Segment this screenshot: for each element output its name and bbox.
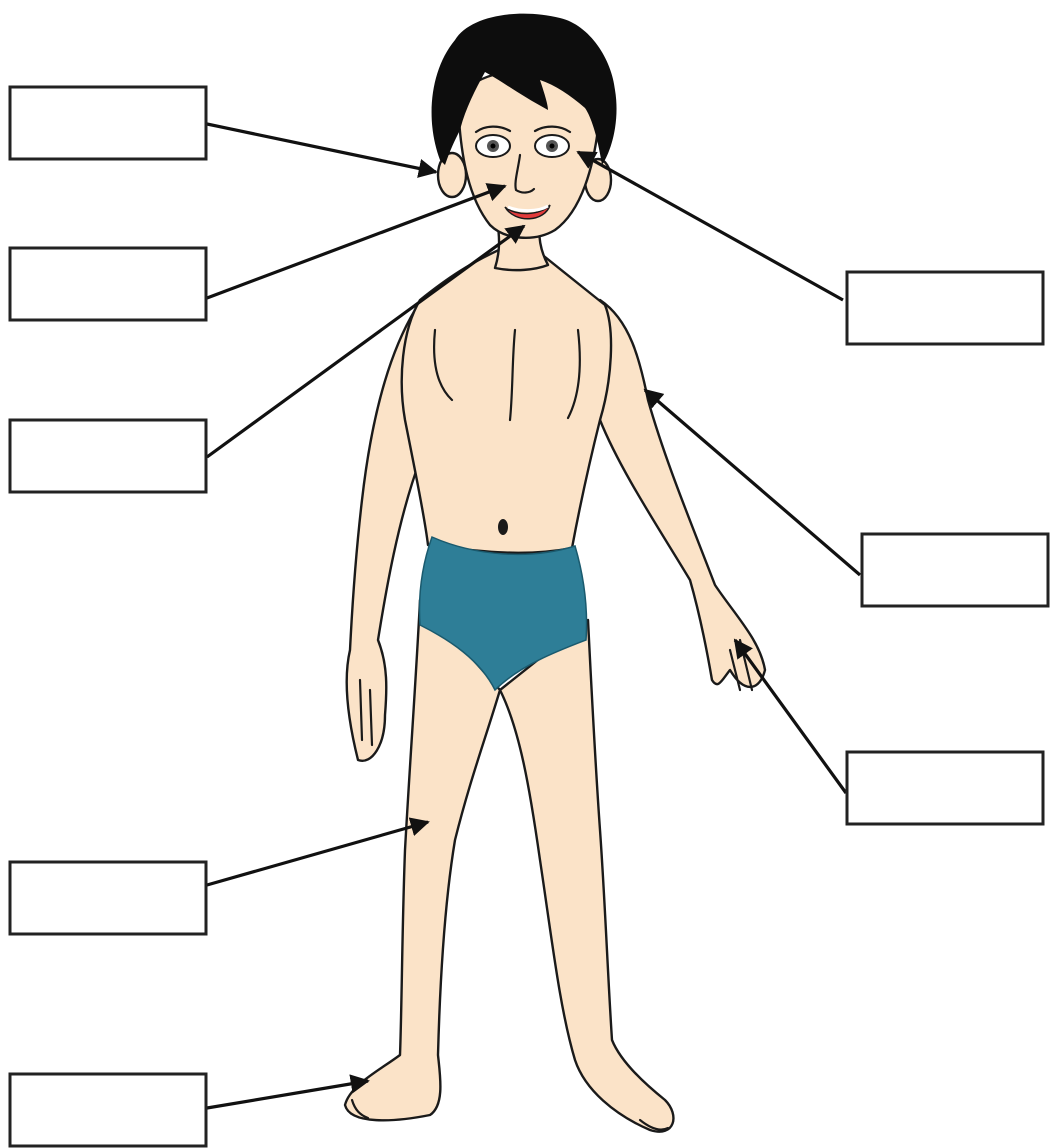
label-box-arm[interactable]: [862, 534, 1048, 606]
arrow-to-hand: [735, 640, 846, 793]
arrow-to-leg: [207, 822, 428, 885]
belly-button: [498, 519, 508, 535]
label-box-foot[interactable]: [10, 1074, 206, 1146]
arrow-to-ear: [207, 124, 436, 172]
label-box-mouth[interactable]: [10, 420, 206, 492]
left-arm: [600, 300, 765, 687]
arrow-to-foot: [207, 1081, 368, 1108]
label-box-hand[interactable]: [847, 752, 1043, 824]
left-leg: [500, 620, 673, 1132]
boy-figure: [345, 14, 765, 1132]
arrow-to-eye: [578, 152, 843, 300]
label-box-ear[interactable]: [10, 87, 206, 159]
label-box-nose[interactable]: [10, 248, 206, 320]
label-box-eye[interactable]: [847, 272, 1043, 344]
label-box-leg[interactable]: [10, 862, 206, 934]
